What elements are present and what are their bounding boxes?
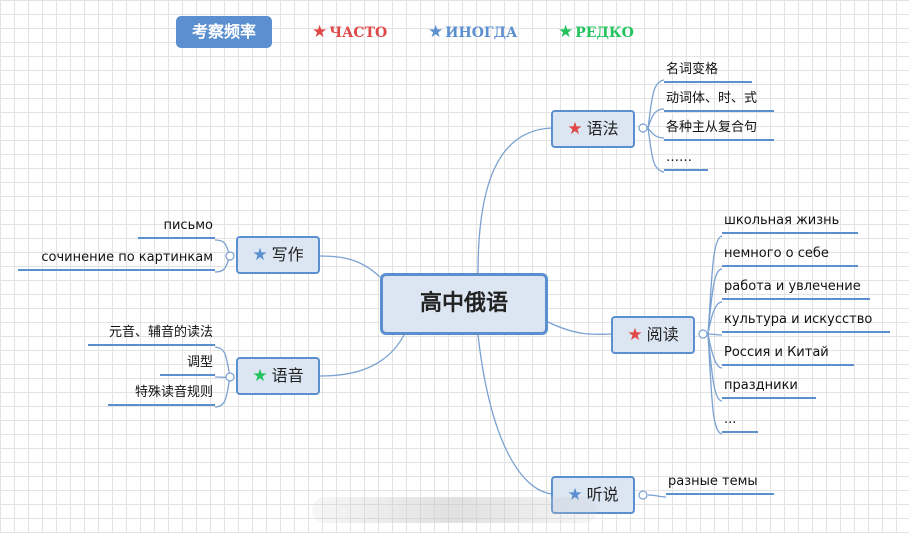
leaf-listening[interactable]: разные темы (666, 474, 774, 495)
junction-listening (638, 490, 648, 500)
legend-item-often: ★ЧАСТО (312, 22, 387, 43)
connector-grammar (477, 127, 553, 274)
central-topic[interactable]: 高中俄语 (380, 273, 548, 335)
junction-grammar (638, 123, 648, 133)
star-icon: ★ (558, 22, 574, 42)
leaf-reading[interactable]: немного о себе (722, 246, 858, 267)
star-icon: ★ (567, 119, 583, 139)
legend-item-sometimes: ★ИНОГДА (428, 22, 517, 43)
branch-label: 听说 (586, 485, 619, 504)
leaf-reading[interactable]: ... (722, 412, 758, 433)
leaf-grammar[interactable]: …… (664, 150, 708, 171)
leaf-reading[interactable]: работа и увлечение (722, 279, 870, 300)
connector-reading (547, 321, 613, 336)
legend-label: ЧАСТО (329, 25, 388, 41)
leaf-grammar[interactable]: 动词体、时、式 (664, 91, 774, 112)
star-icon: ★ (252, 245, 268, 265)
leaf-phonetics[interactable]: 特殊读音规则 (108, 385, 215, 406)
branch-phonetics[interactable]: ★语音 (236, 357, 320, 395)
leaf-phonetics[interactable]: 元音、辅音的读法 (88, 325, 215, 346)
branch-writing[interactable]: ★写作 (236, 236, 320, 274)
branch-reading[interactable]: ★阅读 (611, 316, 695, 354)
connector-writing (319, 255, 381, 278)
leaf-writing[interactable]: письмо (138, 218, 215, 239)
leaf-writing[interactable]: сочинение по картинкам (18, 250, 215, 271)
leaf-grammar[interactable]: 各种主从复合句 (664, 120, 774, 141)
branch-label: 语音 (271, 366, 304, 385)
junction-phonetics (225, 372, 235, 382)
junction-reading (698, 329, 708, 339)
branch-label: 写作 (271, 245, 304, 264)
star-icon: ★ (428, 22, 444, 42)
leaf-reading[interactable]: Россия и Китай (722, 345, 854, 366)
star-icon: ★ (252, 366, 268, 386)
leaf-grammar[interactable]: 名词变格 (664, 62, 752, 83)
star-icon: ★ (312, 22, 328, 42)
legend-item-rarely: ★РЕДКО (558, 22, 634, 43)
central-topic-label: 高中俄语 (419, 291, 508, 316)
branch-label: 语法 (586, 119, 619, 138)
connector-phonetics (319, 334, 405, 377)
legend-title: 考察频率 (176, 16, 272, 48)
branch-grammar[interactable]: ★语法 (551, 110, 635, 148)
leaf-reading[interactable]: культура и искусство (722, 312, 890, 333)
leaf-phonetics[interactable]: 调型 (160, 355, 215, 376)
branch-label: 阅读 (646, 325, 679, 344)
connector-listening (477, 334, 553, 495)
legend-label: РЕДКО (575, 25, 634, 41)
leaf-reading[interactable]: школьная жизнь (722, 213, 858, 234)
star-icon: ★ (627, 325, 643, 345)
legend-label: ИНОГДА (445, 25, 518, 41)
leaf-reading[interactable]: праздники (722, 378, 816, 399)
junction-writing (225, 251, 235, 261)
watermark-blur (312, 497, 597, 523)
